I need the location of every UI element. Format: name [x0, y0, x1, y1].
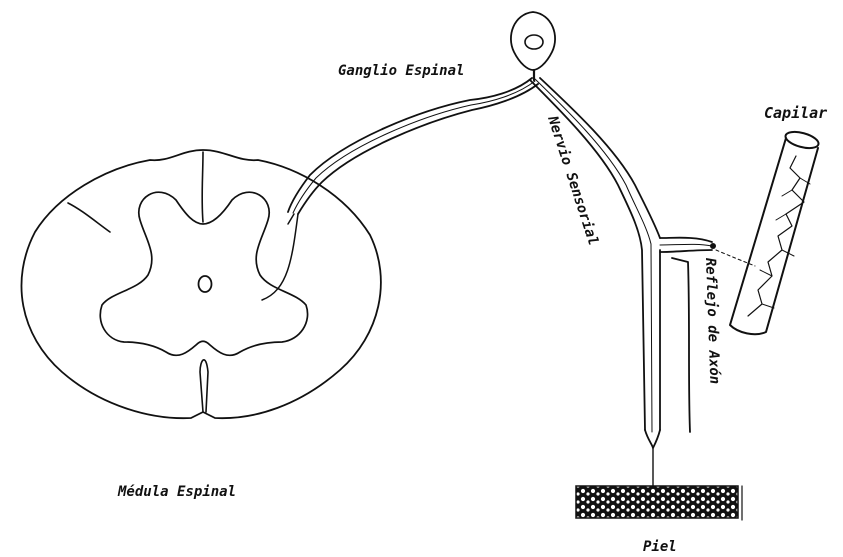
ventral-median-fissure	[200, 360, 208, 412]
ganglion-body	[511, 12, 555, 70]
spinal-ganglion	[511, 12, 555, 80]
label-axon-reflex: Reflejo de Axón	[702, 258, 722, 385]
label-spinal-cord: Médula Espinal	[117, 484, 236, 500]
grey-matter	[100, 192, 307, 355]
central-canal	[199, 276, 212, 292]
label-ganglion: Ganglio Espinal	[338, 63, 464, 79]
dorsal-median-sulcus	[202, 152, 203, 222]
skin-block	[576, 486, 738, 518]
spinal-cord	[21, 150, 380, 418]
capillary	[730, 129, 820, 334]
dorsal-root	[262, 78, 538, 300]
skin	[576, 486, 742, 520]
axon-reflex-branch	[660, 238, 712, 242]
capillary-wall	[730, 138, 818, 334]
ganglion-cell	[525, 35, 543, 49]
label-capillary: Capilar	[764, 104, 827, 122]
capillary-opening	[784, 129, 820, 151]
dorsal-root-entry-left	[68, 203, 110, 232]
label-skin: Piel	[643, 539, 677, 555]
label-sensory-nerve: Nervio Sensorial	[544, 113, 601, 247]
